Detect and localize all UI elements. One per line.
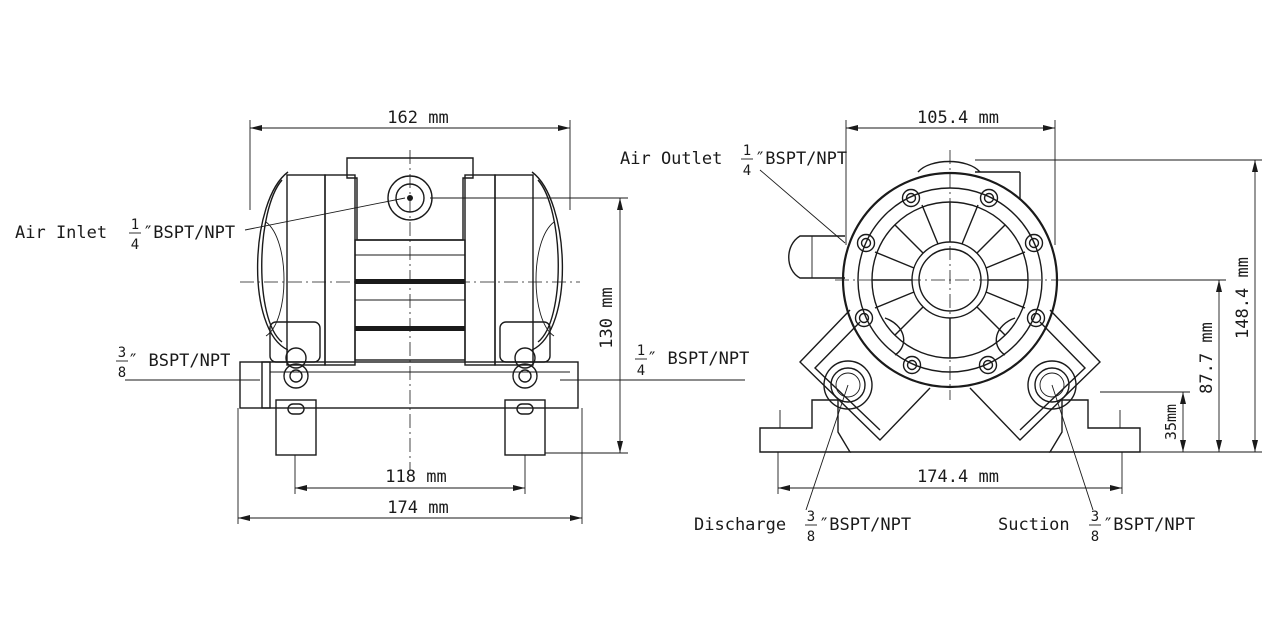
front-dim-inner-width: 118 mm	[385, 467, 446, 487]
suction-thread: ″BSPT/NPT	[1103, 515, 1195, 535]
air-inlet-thread: ″BSPT/NPT	[143, 223, 235, 243]
air-outlet-text: Air Outlet	[620, 149, 722, 169]
right-port-frac-den: 4	[637, 363, 645, 379]
left-port-frac-num: 3	[118, 345, 126, 361]
suction-label: Suction 3 8 ″BSPT/NPT	[998, 509, 1195, 545]
side-dim-top: 105.4 mm	[917, 108, 999, 128]
side-dim-center-height: 87.7 mm	[1197, 322, 1217, 394]
discharge-text: Discharge	[694, 515, 786, 535]
front-dim-height: 130 mm	[597, 287, 617, 348]
air-inlet-text: Air Inlet	[15, 223, 107, 243]
suction-frac-den: 8	[1091, 529, 1099, 545]
air-inlet-label: Air Inlet 1 4 ″BSPT/NPT	[15, 217, 235, 253]
discharge-frac-den: 8	[807, 529, 815, 545]
right-port-thread: ″ BSPT/NPT	[647, 349, 749, 369]
front-view: 162 mm 130 mm 118 mm 174 mm Air Inlet 1 …	[15, 108, 749, 524]
air-outlet-frac-den: 4	[743, 163, 751, 179]
front-dim-outer-width: 174 mm	[387, 498, 448, 518]
air-outlet-frac-num: 1	[743, 143, 751, 159]
side-dim-total-height: 148.4 mm	[1233, 257, 1253, 339]
suction-frac-num: 3	[1091, 509, 1099, 525]
air-inlet-frac-den: 4	[131, 237, 139, 253]
left-port-label: 3 8 ″ BSPT/NPT	[116, 345, 230, 381]
left-port-thread: ″ BSPT/NPT	[128, 351, 230, 371]
air-inlet-frac-num: 1	[131, 217, 139, 233]
air-outlet-thread: ″BSPT/NPT	[755, 149, 847, 169]
discharge-frac-num: 3	[807, 509, 815, 525]
side-dim-base-height: 35mm	[1162, 404, 1180, 440]
suction-text: Suction	[998, 515, 1070, 535]
right-port-frac-num: 1	[637, 343, 645, 359]
left-port-frac-den: 8	[118, 365, 126, 381]
front-dim-top: 162 mm	[387, 108, 448, 128]
right-port-label: 1 4 ″ BSPT/NPT	[635, 343, 749, 379]
discharge-label: Discharge 3 8 ″BSPT/NPT	[694, 509, 911, 545]
side-view: 105.4 mm 174.4 mm 148.4 mm 87.7 mm 35mm …	[620, 108, 1262, 545]
discharge-thread: ″BSPT/NPT	[819, 515, 911, 535]
air-outlet-label: Air Outlet 1 4 ″BSPT/NPT	[620, 143, 847, 179]
side-dim-bottom: 174.4 mm	[917, 467, 999, 487]
